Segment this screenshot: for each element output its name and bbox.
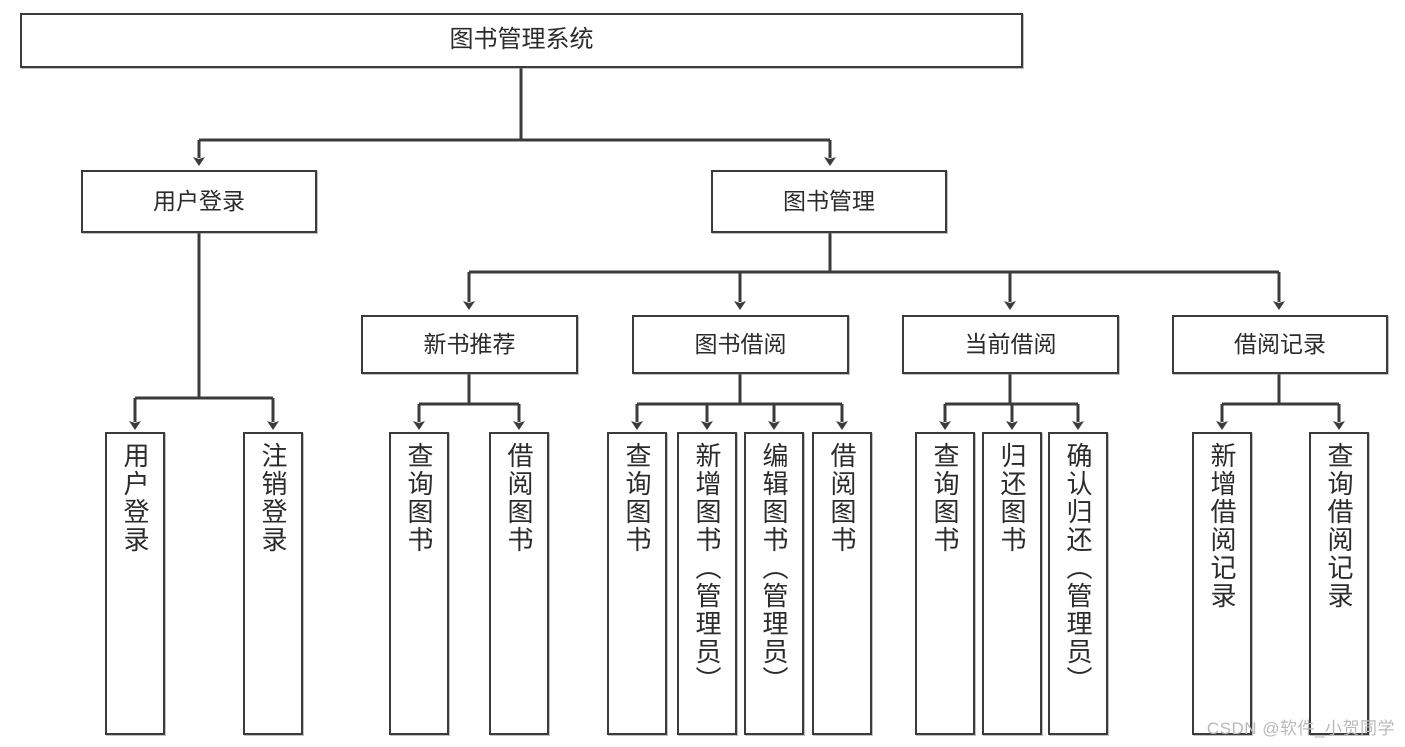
leaf-current-borrow-1[interactable]: 归还图书	[982, 432, 1042, 735]
node-root-label: 图书管理系统	[449, 26, 594, 54]
node-book-management[interactable]: 图书管理	[711, 170, 947, 233]
node-root[interactable]: 图书管理系统	[20, 13, 1023, 68]
leaf-user-login-1-label: 注销登录	[258, 442, 288, 554]
node-current-borrow-label: 当前借阅	[964, 330, 1057, 357]
leaf-book-borrow-2[interactable]: 编辑图书（管理员）	[744, 432, 804, 735]
leaf-book-borrow-3[interactable]: 借阅图书	[812, 432, 872, 735]
leaf-user-login-0-label: 用户登录	[120, 442, 150, 554]
leaf-current-borrow-2[interactable]: 确认归还（管理员）	[1048, 432, 1108, 735]
leaf-borrow-record-1[interactable]: 查询借阅记录	[1309, 432, 1369, 735]
leaf-book-borrow-2-label: 编辑图书（管理员）	[759, 442, 789, 694]
node-book-management-label: 图书管理	[783, 187, 875, 214]
node-book-borrow[interactable]: 图书借阅	[632, 315, 849, 374]
leaf-borrow-record-0[interactable]: 新增借阅记录	[1192, 432, 1252, 735]
node-borrow-record[interactable]: 借阅记录	[1172, 315, 1388, 374]
node-new-book-recommend[interactable]: 新书推荐	[361, 315, 578, 374]
leaf-book-borrow-0-label: 查询图书	[622, 442, 652, 554]
node-new-book-recommend-label: 新书推荐	[423, 330, 516, 357]
leaf-current-borrow-0-label: 查询图书	[930, 442, 960, 554]
leaf-book-borrow-3-label: 借阅图书	[827, 442, 857, 554]
leaf-book-borrow-1-label: 新增图书（管理员）	[692, 442, 722, 694]
leaf-new-book-1[interactable]: 借阅图书	[489, 432, 549, 735]
node-borrow-record-label: 借阅记录	[1234, 330, 1326, 357]
leaf-user-login-0[interactable]: 用户登录	[105, 432, 165, 735]
node-book-borrow-label: 图书借阅	[694, 330, 787, 357]
leaf-user-login-1[interactable]: 注销登录	[243, 432, 303, 735]
leaf-borrow-record-0-label: 新增借阅记录	[1207, 442, 1237, 610]
leaf-new-book-0-label: 查询图书	[404, 442, 434, 554]
leaf-borrow-record-1-label: 查询借阅记录	[1324, 442, 1354, 610]
node-user-login-label: 用户登录	[153, 187, 245, 214]
leaf-current-borrow-2-label: 确认归还（管理员）	[1063, 442, 1093, 694]
leaf-current-borrow-1-label: 归还图书	[997, 442, 1027, 554]
leaf-current-borrow-0[interactable]: 查询图书	[915, 432, 975, 735]
leaf-new-book-1-label: 借阅图书	[504, 442, 534, 554]
leaf-new-book-0[interactable]: 查询图书	[389, 432, 449, 735]
leaf-book-borrow-0[interactable]: 查询图书	[607, 432, 667, 735]
leaf-book-borrow-1[interactable]: 新增图书（管理员）	[677, 432, 737, 735]
node-current-borrow[interactable]: 当前借阅	[902, 315, 1119, 374]
node-user-login[interactable]: 用户登录	[81, 170, 317, 233]
